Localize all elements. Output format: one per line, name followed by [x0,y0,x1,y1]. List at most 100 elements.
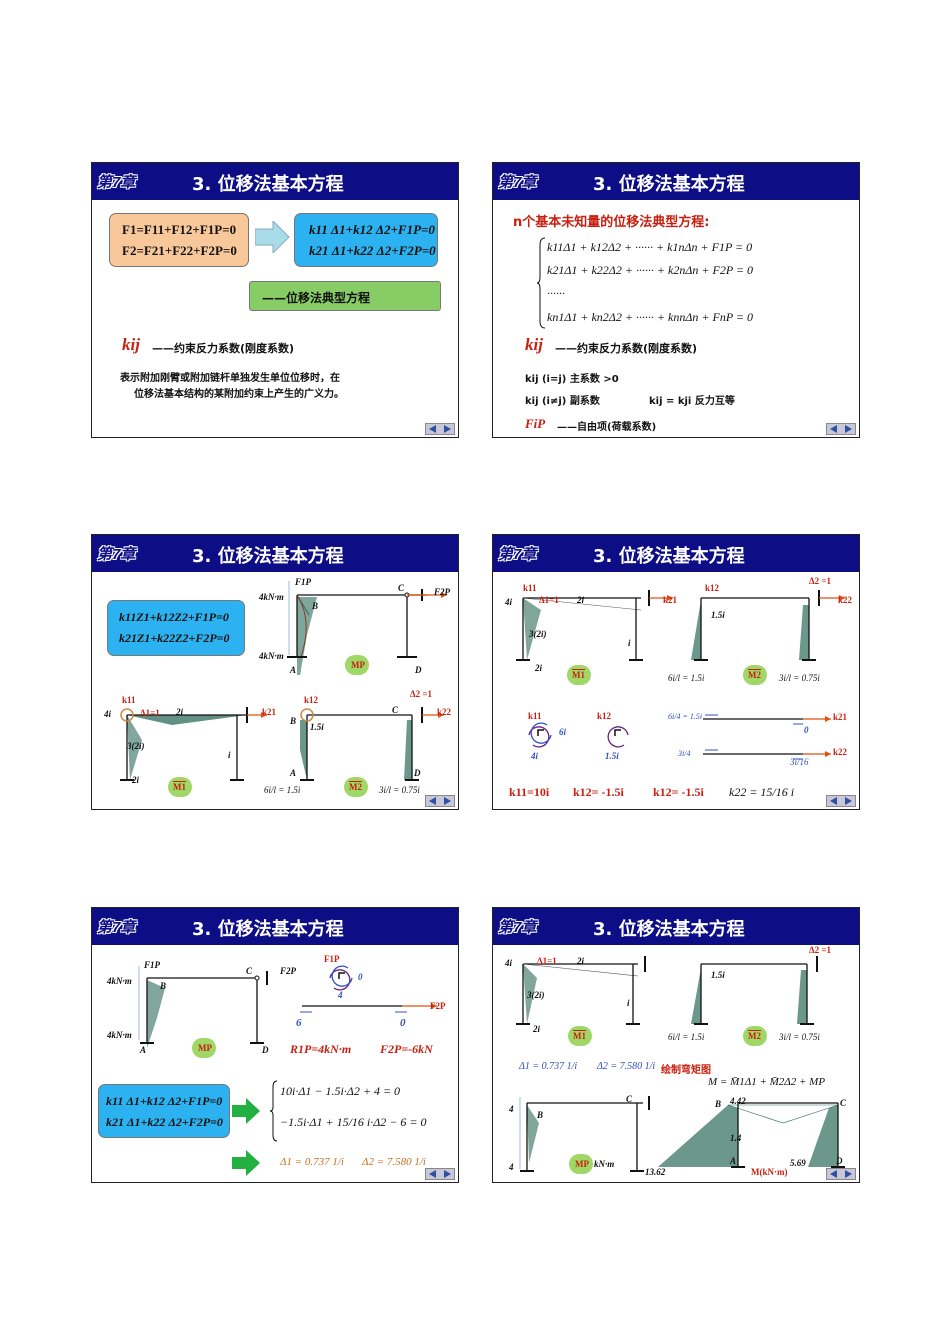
m1-frame-diagram [120,707,267,781]
slide-nav[interactable] [826,795,856,807]
equation: k11Δ1 + k12Δ2 + ······ + k1nΔn + F1P = 0 [547,240,753,254]
mp-badge: MP [569,1154,593,1174]
node-a: A [290,768,297,778]
bar-k22: k22 [833,747,848,757]
slide-title: 3. 位移法基本方程 [593,174,745,195]
m1-badge: M1 [567,665,591,685]
m1-frame-diagram [516,956,646,1025]
bar-0: 0 [400,1017,406,1029]
fb-4: 4 [338,990,343,1000]
2i-bottom-label: 2i [533,1024,541,1034]
k11-label: k11 [523,583,537,593]
bar-free-body-1 [703,714,831,725]
node-b: B [290,716,297,726]
bar-free-body [300,1003,437,1013]
node-a: A [140,1045,147,1055]
system-eq-1: 10i·Δ1 − 1.5i·Δ2 + 4 = 0 [280,1084,401,1098]
superposition-formula: M = M̄1Δ1 + M̄2Δ2 + MP [708,1076,826,1088]
value-4-top: 4 [509,1104,514,1114]
i-label: i [628,638,631,648]
slide-header: 第7章 3. 位移法基本方程 [493,535,859,572]
mp-frame-small [519,1096,650,1172]
equation-box: k11Z1+k12Z2+F1P=0 k21Z1+k22Z2+F2P=0 [107,600,245,656]
m2-frame-diagram [691,590,845,661]
slide-nav[interactable] [425,1168,455,1180]
slide-nav[interactable] [826,1168,856,1180]
equation: k11Z1+k12Z2+F1P=0 [119,610,229,624]
node-c: C [246,966,253,976]
m1-badge: M1 [568,1026,592,1046]
bar-1-5i: 6i/4 = 1.5i [668,712,703,721]
arrow-right-icon [232,1150,260,1176]
system-eq-2: −1.5i·Δ1 + 15/16 i·Δ2 − 6 = 0 [280,1115,427,1129]
m1-badge: M1 [168,777,192,797]
k21-label: k21 [262,707,277,717]
moment-diagram [658,1102,845,1168]
4i-label: 4i [104,709,112,719]
m2-badge: M2 [743,665,767,685]
1-5i-label: 1.5i [711,970,725,980]
equilibrium-box: F1=F11+F12+F1P=0 F2=F21+F22+F2P=0 [109,213,249,267]
value-5-69: 5.69 [790,1158,806,1168]
equation: k21Δ1 + k22Δ2 + ······ + k2nΔn + F2P = 0 [547,263,754,277]
formula-3i: 3i/l = 0.75i [779,673,820,683]
slide-title: 3. 位移法基本方程 [593,919,745,940]
node-b: B [537,1110,544,1120]
kij-description: ——约束反力系数(刚度系数) [555,342,698,355]
heading: n个基本未知量的位移法典型方程: [513,215,710,230]
value-4-bottom: 4 [509,1162,514,1172]
node-free-body-1 [528,722,552,748]
load-label-top: 4kN·m [107,976,132,986]
slide-nav[interactable] [826,423,856,435]
delta2-label: Δ2 =1 [809,576,832,586]
m2-badge: M2 [344,777,368,797]
solution-1: Δ1 = 0.737 1/i [519,1061,578,1072]
2i-label: 2i [176,707,184,717]
unit-label: kN·m [594,1159,615,1169]
node-c: C [840,1098,847,1108]
value-13-62: 13.62 [645,1167,666,1177]
moment-label: M(kN·m) [751,1167,788,1177]
fip-symbol: FiP [525,416,546,431]
delta2-label: Δ2 =1 [809,945,832,955]
bar-f2p: F2P [430,1001,446,1011]
chapter-badge: 第7章 [97,174,136,191]
equation: F1=F11+F12+F1P=0 [122,222,237,237]
formula-3i: 3i/l = 0.75i [779,1032,820,1042]
kij-description: ——约束反力系数(刚度系数) [152,342,295,355]
node-d: D [836,1156,843,1166]
delta2-label: Δ2 =1 [410,689,433,699]
equation: k21 Δ1+k22 Δ2+F2P=0 [309,243,436,258]
2i-label: 2i [577,956,585,966]
delta1-label: Δ1=1 [539,595,559,605]
k12-label: k12 [304,695,319,705]
2i-bottom-label: 2i [535,663,543,673]
slide-title: 3. 位移法基本方程 [192,546,344,567]
reciprocity: kij = kji 反力互等 [649,396,735,407]
slide-title: 3. 位移法基本方程 [192,174,344,195]
chapter-badge: 第7章 [97,919,136,936]
typical-equation-box: k11 Δ1+k12 Δ2+F1P=0 k21 Δ1+k22 Δ2+F2P=0 [294,213,438,267]
solution-2: Δ2 = 7.580 1/i [597,1061,656,1072]
bar-3i-16: 3i/16 [790,757,809,767]
bar-3i-4: 3i/4 [678,749,691,758]
slide-header: 第7章 3. 位移法基本方程 [92,163,458,200]
slide-nav[interactable] [425,795,455,807]
equation: ······ [547,286,565,300]
sub-coefficient: kij (i≠j) 副系数 [525,396,600,407]
slide-title: 3. 位移法基本方程 [192,919,344,940]
fb-1-5i: 1.5i [605,751,619,761]
node-b: B [715,1099,722,1109]
bar-6: 6 [296,1017,302,1029]
equation: k11 Δ1+k12 Δ2+F1P=0 [309,222,435,237]
f2p-label: F2P [280,966,297,976]
node-d: D [414,768,421,778]
formula-6i: 6i/l = 1.5i [264,785,301,795]
chapter-badge: 第7章 [97,546,136,563]
slide-nav[interactable] [425,423,455,435]
solution-2: Δ2 = 7.580 1/i [362,1156,426,1168]
slide-2: 第7章 3. 位移法基本方程 n个基本未知量的位移法典型方程: k11Δ1 + … [492,162,860,438]
value-1-4: 1.4 [730,1133,742,1143]
note-line-1: 表示附加刚臂或附加链杆单独发生单位位移时，在 [120,373,340,384]
node-free-body-2 [607,726,629,748]
